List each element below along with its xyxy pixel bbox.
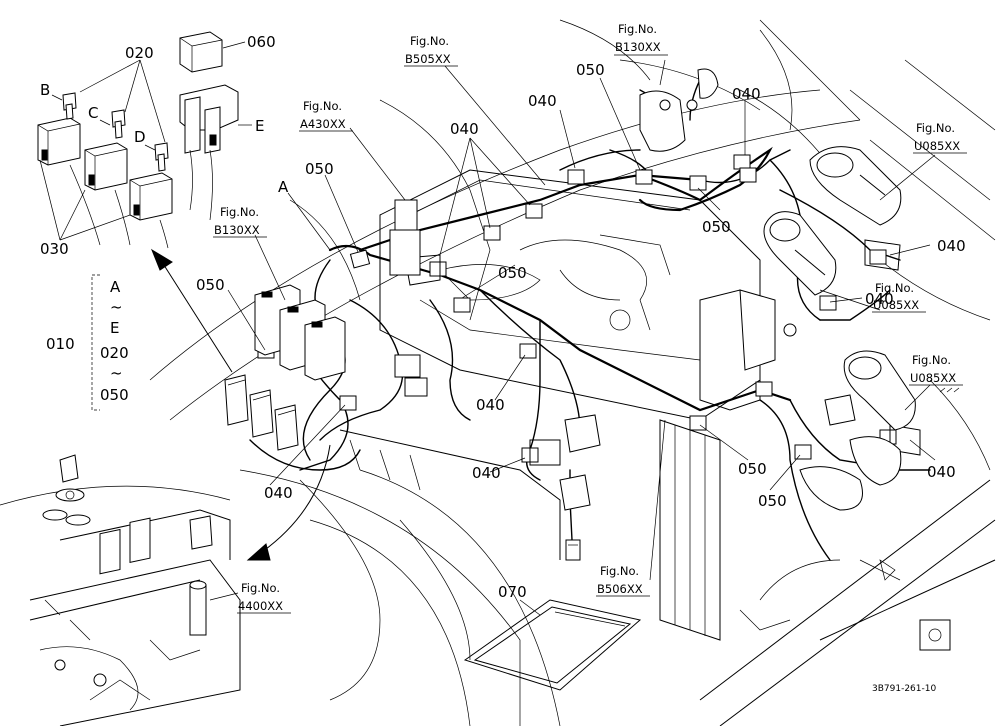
label-040-d: 040	[937, 237, 966, 255]
fig-ref-u085-2: Fig.No. U085XX	[872, 281, 926, 313]
fig-ref-4400: Fig.No. 4400XX	[237, 581, 291, 614]
relay-block-left	[224, 284, 346, 451]
label-050-a: 050	[305, 160, 334, 178]
label-040-g: 040	[472, 464, 501, 482]
range-A: A	[110, 278, 121, 296]
svg-text:B505XX: B505XX	[405, 52, 451, 66]
fig-ref-b506: Fig.No. B506XX	[596, 564, 650, 597]
fig-ref-u085-1: Fig.No. U085XX	[913, 121, 967, 154]
label-040-c: 040	[732, 85, 761, 103]
tractor-frame-drawing	[0, 19, 996, 726]
label-040-b: 040	[528, 92, 557, 110]
svg-text:Fig.No.: Fig.No.	[916, 121, 955, 135]
fig-ref-b130-top: Fig.No. B130XX	[614, 22, 668, 56]
label-040-a: 040	[450, 120, 479, 138]
part-number-labels: 020 060 B C D E 030 A 010 A ~ E 020 ~ 05…	[40, 33, 966, 601]
svg-text:B130XX: B130XX	[615, 40, 661, 54]
label-070: 070	[498, 583, 527, 601]
label-040-i: 040	[927, 463, 956, 481]
svg-text:4400XX: 4400XX	[238, 599, 283, 613]
svg-text:Fig.No.: Fig.No.	[410, 34, 449, 48]
range-020: 020	[100, 344, 129, 362]
label-020: 020	[125, 44, 154, 62]
fig-ref-b505: Fig.No. B505XX	[404, 34, 458, 67]
label-050-b: 050	[576, 61, 605, 79]
label-060: 060	[247, 33, 276, 51]
svg-text:U085XX: U085XX	[910, 371, 956, 385]
svg-text:B506XX: B506XX	[597, 582, 643, 596]
switch-top-center	[639, 68, 719, 152]
label-010: 010	[46, 335, 75, 353]
label-D: D	[134, 128, 146, 146]
range-E: E	[110, 319, 119, 337]
relay-center	[559, 414, 601, 561]
label-050-d: 050	[498, 264, 527, 282]
bracket-plate-right	[739, 289, 797, 371]
svg-text:Fig.No.: Fig.No.	[600, 564, 639, 578]
range-tilde-1: ~	[110, 298, 123, 316]
svg-text:A430XX: A430XX	[300, 117, 346, 131]
svg-text:Fig.No.: Fig.No.	[220, 205, 259, 219]
svg-text:Fig.No.: Fig.No.	[875, 281, 914, 295]
leader-lines	[39, 41, 936, 616]
manual-booklet	[463, 599, 642, 691]
svg-text:Fig.No.: Fig.No.	[303, 99, 342, 113]
label-050-c: 050	[702, 218, 731, 236]
svg-text:U085XX: U085XX	[914, 139, 960, 153]
fig-ref-b130-left: Fig.No. B130XX	[213, 205, 267, 238]
drawing-code: 3B791-261-10	[872, 684, 936, 694]
label-030: 030	[40, 240, 69, 258]
svg-text:U085XX: U085XX	[873, 298, 919, 312]
label-040-f: 040	[476, 396, 505, 414]
label-050-e: 050	[196, 276, 225, 294]
fig-ref-a430: Fig.No. A430XX	[299, 99, 353, 132]
detail-relays-inset	[37, 31, 239, 249]
range-tilde-2: ~	[110, 364, 123, 382]
range-bracket	[91, 274, 100, 411]
label-E: E	[255, 117, 264, 135]
detail-arrow-up-left	[150, 248, 233, 373]
svg-text:B130XX: B130XX	[214, 223, 260, 237]
label-A: A	[278, 178, 289, 196]
label-050-f: 050	[738, 460, 767, 478]
lamp-assemblies-right	[763, 146, 916, 511]
svg-text:Fig.No.: Fig.No.	[241, 581, 280, 595]
label-040-h: 040	[264, 484, 293, 502]
detail-mount-inset	[29, 454, 241, 726]
range-050: 050	[100, 386, 129, 404]
fuse-relay-left-cluster	[389, 199, 428, 397]
label-040-e: 040	[865, 290, 894, 308]
detail-arrow-down-left	[246, 444, 331, 561]
figure-references: Fig.No. B505XX Fig.No. B130XX Fig.No. A4…	[213, 22, 967, 614]
svg-text:Fig.No.: Fig.No.	[618, 22, 657, 36]
svg-text:Fig.No.: Fig.No.	[912, 353, 951, 367]
label-050-g: 050	[758, 492, 787, 510]
label-B: B	[40, 81, 50, 99]
fig-ref-u085-3: Fig.No. U085XX	[909, 353, 963, 393]
label-C: C	[88, 104, 98, 122]
